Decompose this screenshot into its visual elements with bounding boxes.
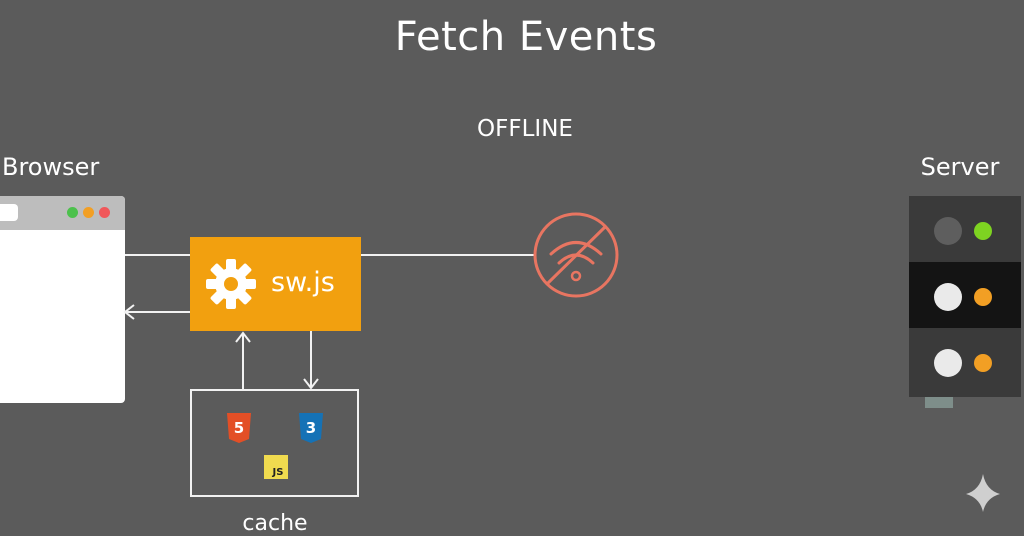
browser-label: Browser — [2, 153, 100, 181]
server-activity-light — [974, 288, 992, 306]
sw-to-cache-arrowhead — [303, 378, 319, 390]
css3-icon-glyph: 3 — [306, 419, 316, 437]
server-activity-light — [974, 222, 992, 240]
cache-label: cache — [242, 511, 308, 536]
browser-address-bar — [0, 204, 18, 221]
server-unit — [909, 328, 1021, 397]
js-icon-glyph: JS — [272, 467, 284, 478]
server-unit — [909, 262, 1021, 328]
browser-title-bar — [0, 196, 125, 230]
diagram-title: Fetch Events — [394, 14, 658, 60]
server-status-light — [934, 283, 962, 311]
js-icon: JS — [264, 455, 288, 479]
server-activity-light — [974, 354, 992, 372]
server-rack — [909, 196, 1021, 397]
window-maximize-dot — [67, 207, 78, 218]
window-close-dot — [99, 207, 110, 218]
html5-icon-glyph: 5 — [234, 419, 244, 437]
cache-box — [190, 389, 359, 497]
html5-icon: 5 — [227, 413, 251, 443]
server-unit — [909, 196, 1021, 262]
server-status-light — [934, 349, 962, 377]
no-wifi-icon — [533, 212, 619, 298]
gear-icon — [206, 259, 256, 309]
server-base — [925, 397, 953, 408]
cache-to-sw-arrowhead — [235, 331, 251, 343]
server-status-light — [934, 217, 962, 245]
server-label: Server — [920, 153, 1000, 181]
browser-window — [0, 196, 125, 403]
offline-label: OFFLINE — [477, 116, 573, 142]
css3-icon: 3 — [299, 413, 323, 443]
sparkle-icon — [966, 474, 1000, 512]
sw-to-browser-arrowhead — [123, 304, 135, 320]
service-worker-label: sw.js — [271, 267, 335, 298]
window-minimize-dot — [83, 207, 94, 218]
